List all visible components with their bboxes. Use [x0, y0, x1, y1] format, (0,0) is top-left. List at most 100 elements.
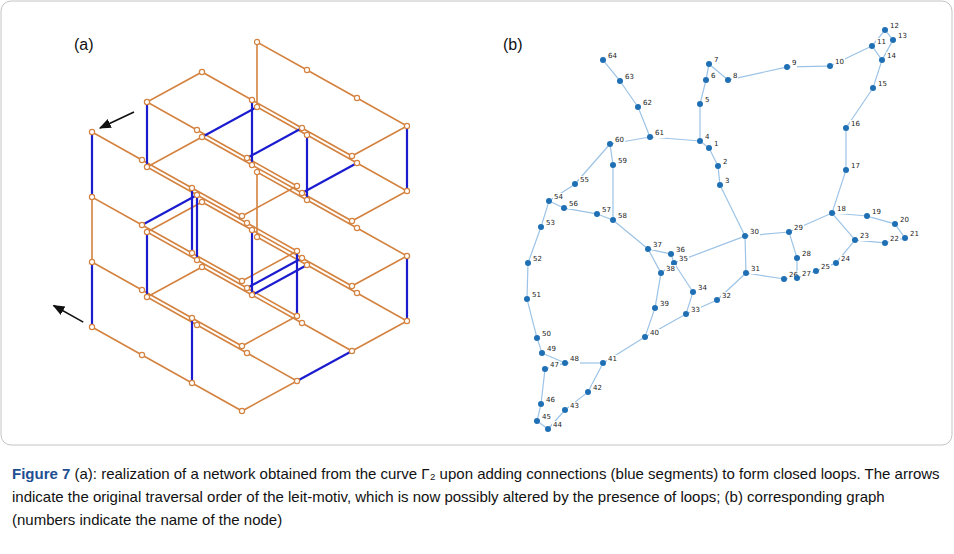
lattice-vertex: [249, 227, 254, 232]
graph-edge: [651, 250, 668, 254]
graph-vertex: 29: [786, 229, 792, 235]
lattice-vertex: [89, 324, 94, 329]
graph-edge: [622, 83, 637, 104]
graph-vertex: 52: [525, 260, 531, 266]
lattice-vertex: [254, 234, 259, 239]
node-number: 21: [909, 230, 920, 239]
graph-edge: [707, 67, 709, 77]
node-number: 28: [801, 250, 812, 259]
loop-connection: [91, 132, 93, 197]
lattice-vertex: [349, 218, 354, 223]
lattice-vertex: [239, 408, 244, 413]
graph-vertex: 27: [794, 275, 800, 281]
lattice-vertex: [249, 97, 254, 102]
loop-connection: [191, 318, 193, 383]
lattice-vertex: [89, 129, 94, 134]
node-number: 45: [541, 413, 552, 422]
loop-connection: [297, 351, 352, 381]
graph-vertex: 8: [725, 77, 731, 83]
node-number: 15: [877, 80, 888, 89]
node-number: 34: [697, 284, 708, 293]
graph-edge: [649, 252, 659, 271]
node-number: 56: [568, 200, 579, 209]
graph-vertex: 53: [538, 224, 544, 230]
node-number: 60: [614, 136, 625, 145]
graph-vertex: 61: [647, 134, 653, 140]
graph-vertex: 40: [642, 334, 648, 340]
lattice-vertex: [189, 185, 194, 190]
graph-edge: [721, 188, 743, 234]
graph-vertex: 46: [538, 401, 544, 407]
lattice-vertex: [244, 285, 249, 290]
node-number: 58: [617, 212, 628, 221]
graph-vertex: 19: [864, 213, 870, 219]
node-number: 14: [886, 52, 897, 61]
lattice-vertex: [404, 123, 409, 128]
node-number: 48: [569, 355, 580, 364]
node-number: 27: [801, 270, 812, 279]
node-number: 18: [836, 205, 847, 214]
lattice-vertex: [299, 125, 304, 130]
node-number: 19: [871, 208, 882, 217]
lattice-vertex: [144, 164, 149, 169]
loop-connection: [202, 107, 257, 137]
lattice-vertex: [294, 378, 299, 383]
graph-vertex: 10: [827, 63, 833, 69]
lattice-vertex: [354, 290, 359, 295]
node-number: 36: [675, 246, 686, 255]
lattice-vertex: [249, 162, 254, 167]
graph-vertex: 30: [742, 233, 748, 239]
graph-vertex: 2: [715, 163, 721, 169]
node-number: 11: [876, 38, 887, 47]
lattice-vertex: [304, 262, 309, 267]
lattice-vertex: [244, 155, 249, 160]
lattice-vertex: [249, 292, 254, 297]
lattice-vertex: [299, 190, 304, 195]
graph-vertex: 31: [743, 270, 749, 276]
lattice-vertex: [299, 320, 304, 325]
graph-edge: [538, 341, 541, 350]
graph-vertex: 49: [539, 350, 545, 356]
graph-vertex: 64: [600, 57, 606, 63]
node-number: 33: [690, 306, 701, 315]
graph-vertex: 43: [562, 407, 568, 413]
lattice-vertex: [304, 67, 309, 72]
graph-vertex: 63: [617, 78, 623, 84]
lattice-vertex: [254, 104, 259, 109]
node-number: 30: [749, 228, 760, 237]
node-number: 47: [549, 361, 560, 370]
node-number: 43: [569, 402, 580, 411]
graph-edge: [567, 209, 594, 214]
lattice-vertex: [404, 253, 409, 258]
node-number: 63: [624, 73, 635, 82]
graph-vertex: 20: [892, 221, 898, 227]
lattice-vertex: [194, 192, 199, 197]
lattice-vertex: [349, 283, 354, 288]
panel-label: (b): [503, 36, 523, 54]
loop-connection: [146, 232, 148, 297]
graph-edge: [600, 215, 610, 219]
graph-vertex: 33: [683, 311, 689, 317]
graph-vertex: 51: [524, 296, 530, 302]
node-number: 46: [545, 396, 556, 405]
loop-connection: [247, 128, 302, 158]
graph-edge: [552, 202, 562, 206]
node-number: 61: [654, 129, 665, 138]
graph-edge: [639, 110, 649, 134]
node-number: 62: [642, 99, 653, 108]
node-number: 64: [607, 52, 618, 61]
graph-vertex: 11: [869, 43, 875, 49]
lattice-vertex: [299, 255, 304, 260]
graph-vertex: 9: [784, 64, 790, 70]
graph-vertex: 21: [902, 235, 908, 241]
graph-vertex: 47: [542, 366, 548, 372]
node-number: 31: [750, 265, 761, 274]
node-number: 55: [579, 176, 590, 185]
lattice-vertex: [139, 287, 144, 292]
lattice-vertex: [254, 39, 259, 44]
graph-vertex: 36: [668, 251, 674, 257]
lattice-vertex: [139, 157, 144, 162]
graph-vertex: 39: [652, 305, 658, 311]
node-number: 10: [834, 58, 845, 67]
graph-vertex: 4: [697, 138, 703, 144]
